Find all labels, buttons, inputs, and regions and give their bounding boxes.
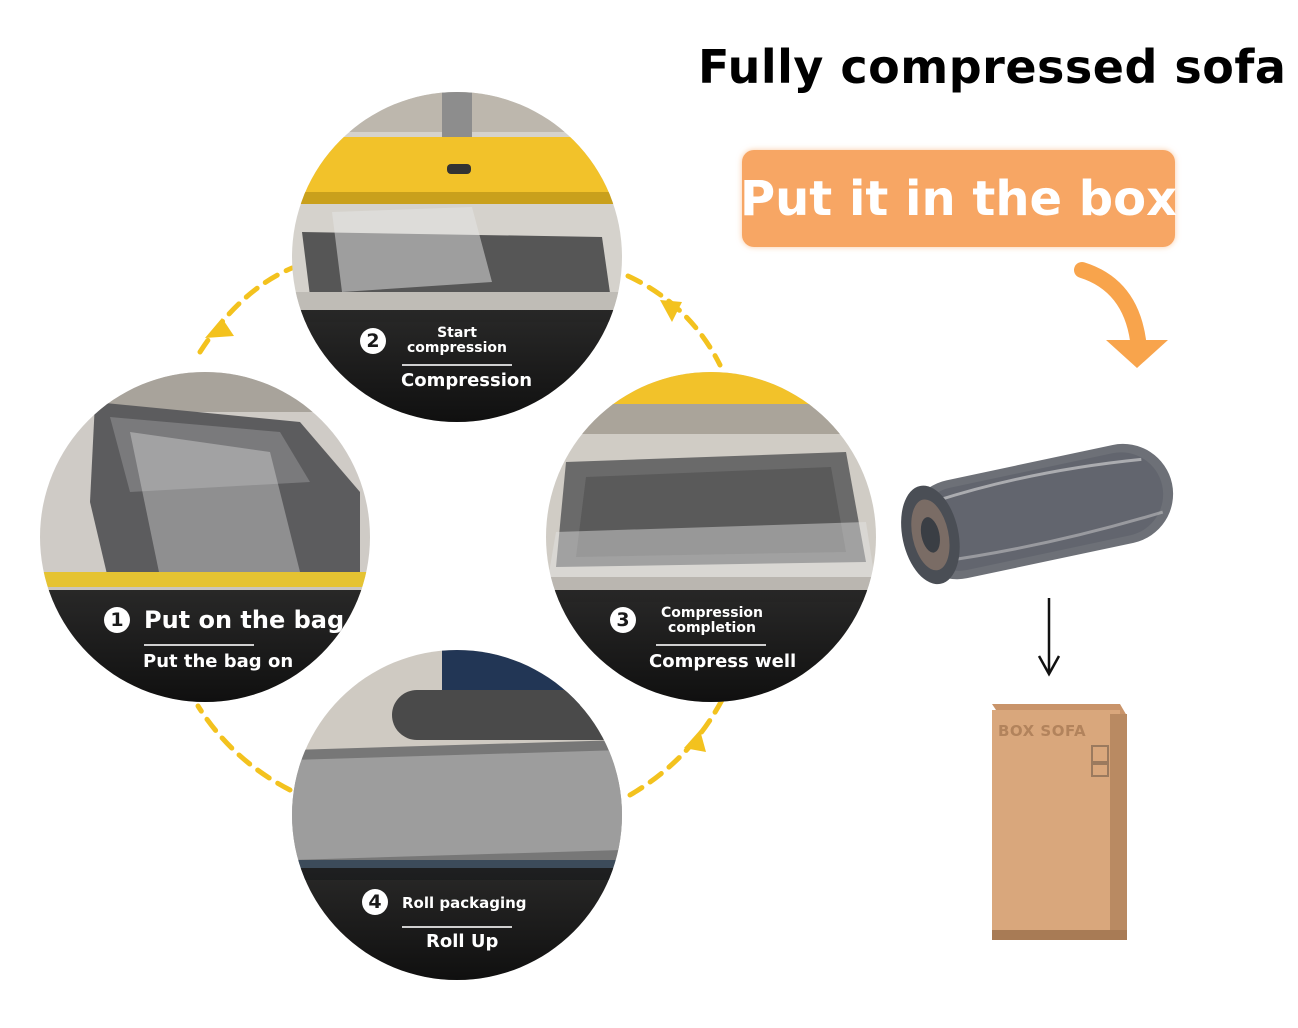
cycle-arrow-1-to-2 xyxy=(197,265,295,355)
step-2-divider xyxy=(402,364,512,366)
box-sofa-label: BOX SOFA xyxy=(998,722,1087,740)
arrowhead-1-to-2 xyxy=(205,318,234,338)
step-3-subtitle: Compress well xyxy=(649,651,797,672)
step-4-title: Roll packaging xyxy=(402,894,527,912)
step-3-number-badge: 3 xyxy=(610,607,636,633)
step-4-divider xyxy=(402,926,512,928)
step-1-subtitle: Put the bag on xyxy=(143,651,294,672)
step-3-divider xyxy=(656,644,766,646)
cycle-arrow-3-to-4 xyxy=(627,697,725,798)
step-4-caption-band xyxy=(292,868,622,980)
step-2-start-compression: 2 Start compression Compression xyxy=(292,92,622,422)
step-1-put-on-bag: 1 Put on the bag Put the bag on xyxy=(40,372,370,702)
cycle-arrow-2-to-3 xyxy=(625,273,723,368)
step-4-subtitle: Roll Up xyxy=(426,931,499,952)
arrowhead-2-to-3 xyxy=(660,300,682,322)
step-1-divider xyxy=(144,644,254,646)
put-in-box-label: Put it in the box xyxy=(740,150,1177,247)
rolled-sofa xyxy=(901,443,1174,585)
step-3-title-line2: completion xyxy=(668,620,756,636)
down-arrow-head xyxy=(1037,655,1061,677)
step-4-roll-packaging: 4 Roll packaging Roll Up xyxy=(292,650,622,980)
step-1-number-badge: 1 xyxy=(104,607,130,633)
step-2-title-line1: Start xyxy=(437,325,477,341)
step-3-title-line1: Compression xyxy=(661,605,763,621)
page-title: Fully compressed sofa xyxy=(698,40,1287,94)
step-2-title-line2: compression xyxy=(407,340,507,356)
step-1-title: Put on the bag xyxy=(144,606,345,634)
arrowhead-3-to-4 xyxy=(684,730,706,752)
orange-arrowhead xyxy=(1106,340,1168,368)
step-2-number-badge: 2 xyxy=(360,328,386,354)
step-2-subtitle: Compression xyxy=(401,370,533,391)
step-4-number-badge: 4 xyxy=(362,889,388,915)
cycle-arrow-4-to-1 xyxy=(195,703,293,793)
orange-curve-arrow xyxy=(1074,262,1146,348)
